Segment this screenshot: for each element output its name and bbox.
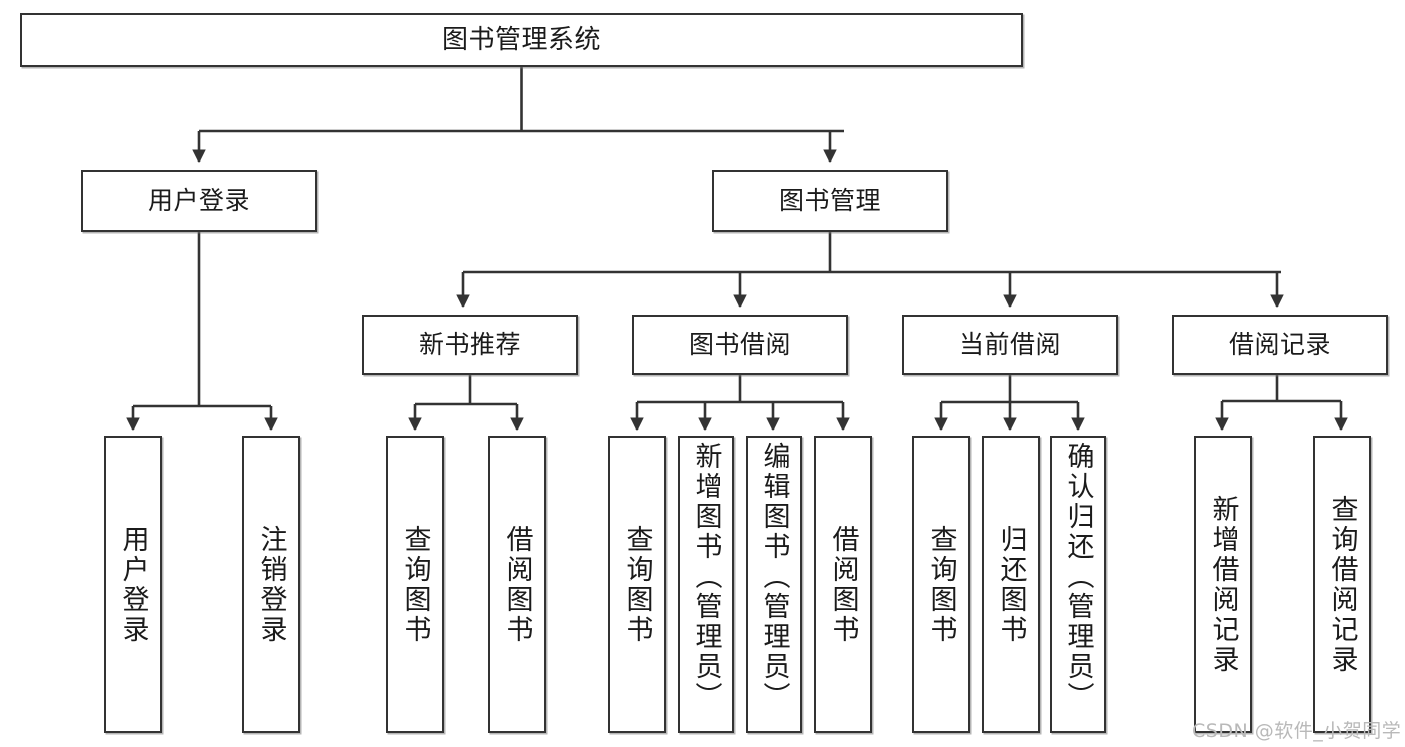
node-label: 借阅记录 — [1228, 330, 1331, 360]
leaf-borrow-record-add[interactable]: 新增借阅记录 — [1194, 436, 1252, 733]
leaf-current-borrow-return[interactable]: 归还图书 — [982, 436, 1040, 733]
node-book-borrow[interactable]: 图书借阅 — [632, 315, 848, 375]
node-label: 借阅图书 — [827, 524, 859, 645]
node-current-borrow[interactable]: 当前借阅 — [902, 315, 1118, 375]
node-label: 查询图书 — [399, 524, 431, 645]
leaf-borrow-record-query[interactable]: 查询借阅记录 — [1313, 436, 1371, 733]
node-label: 图书管理系统 — [441, 24, 601, 55]
watermark-text: CSDN @软件_小贺同学 — [1192, 720, 1402, 742]
node-label: 新书推荐 — [418, 330, 521, 360]
leaf-book-borrow-query[interactable]: 查询图书 — [608, 436, 666, 733]
node-label: 图书管理 — [778, 186, 881, 216]
node-label: 新增借阅记录 — [1207, 494, 1239, 675]
leaf-new-book-query[interactable]: 查询图书 — [386, 436, 444, 733]
node-label: 用户登录 — [117, 524, 149, 645]
node-label: 当前借阅 — [958, 330, 1061, 360]
leaf-current-borrow-query[interactable]: 查询图书 — [912, 436, 970, 733]
node-label: 查询图书 — [621, 524, 653, 645]
leaf-current-borrow-confirm-return[interactable]: 确认归还（管理员） — [1050, 436, 1106, 733]
leaf-book-borrow-edit[interactable]: 编辑图书（管理员） — [746, 436, 802, 733]
node-label: 借阅图书 — [501, 524, 533, 645]
leaf-book-borrow-borrow[interactable]: 借阅图书 — [814, 436, 872, 733]
leaf-book-borrow-add[interactable]: 新增图书（管理员） — [678, 436, 734, 733]
leaf-new-book-borrow[interactable]: 借阅图书 — [488, 436, 546, 733]
node-label: 归还图书 — [995, 524, 1027, 645]
node-label: 确认归还（管理员） — [1062, 442, 1094, 712]
node-book-management[interactable]: 图书管理 — [712, 170, 948, 232]
node-label: 编辑图书（管理员） — [758, 442, 790, 712]
node-label: 查询图书 — [925, 524, 957, 645]
node-label: 图书借阅 — [688, 330, 791, 360]
node-label: 用户登录 — [147, 186, 250, 216]
node-borrow-record[interactable]: 借阅记录 — [1172, 315, 1388, 375]
leaf-user-login-login[interactable]: 用户登录 — [104, 436, 162, 733]
node-root[interactable]: 图书管理系统 — [20, 13, 1023, 67]
node-new-book-recommend[interactable]: 新书推荐 — [362, 315, 578, 375]
node-label: 注销登录 — [255, 524, 287, 645]
node-user-login[interactable]: 用户登录 — [81, 170, 317, 232]
node-label: 新增图书（管理员） — [690, 442, 722, 712]
node-label: 查询借阅记录 — [1326, 494, 1358, 675]
leaf-user-login-logout[interactable]: 注销登录 — [242, 436, 300, 733]
